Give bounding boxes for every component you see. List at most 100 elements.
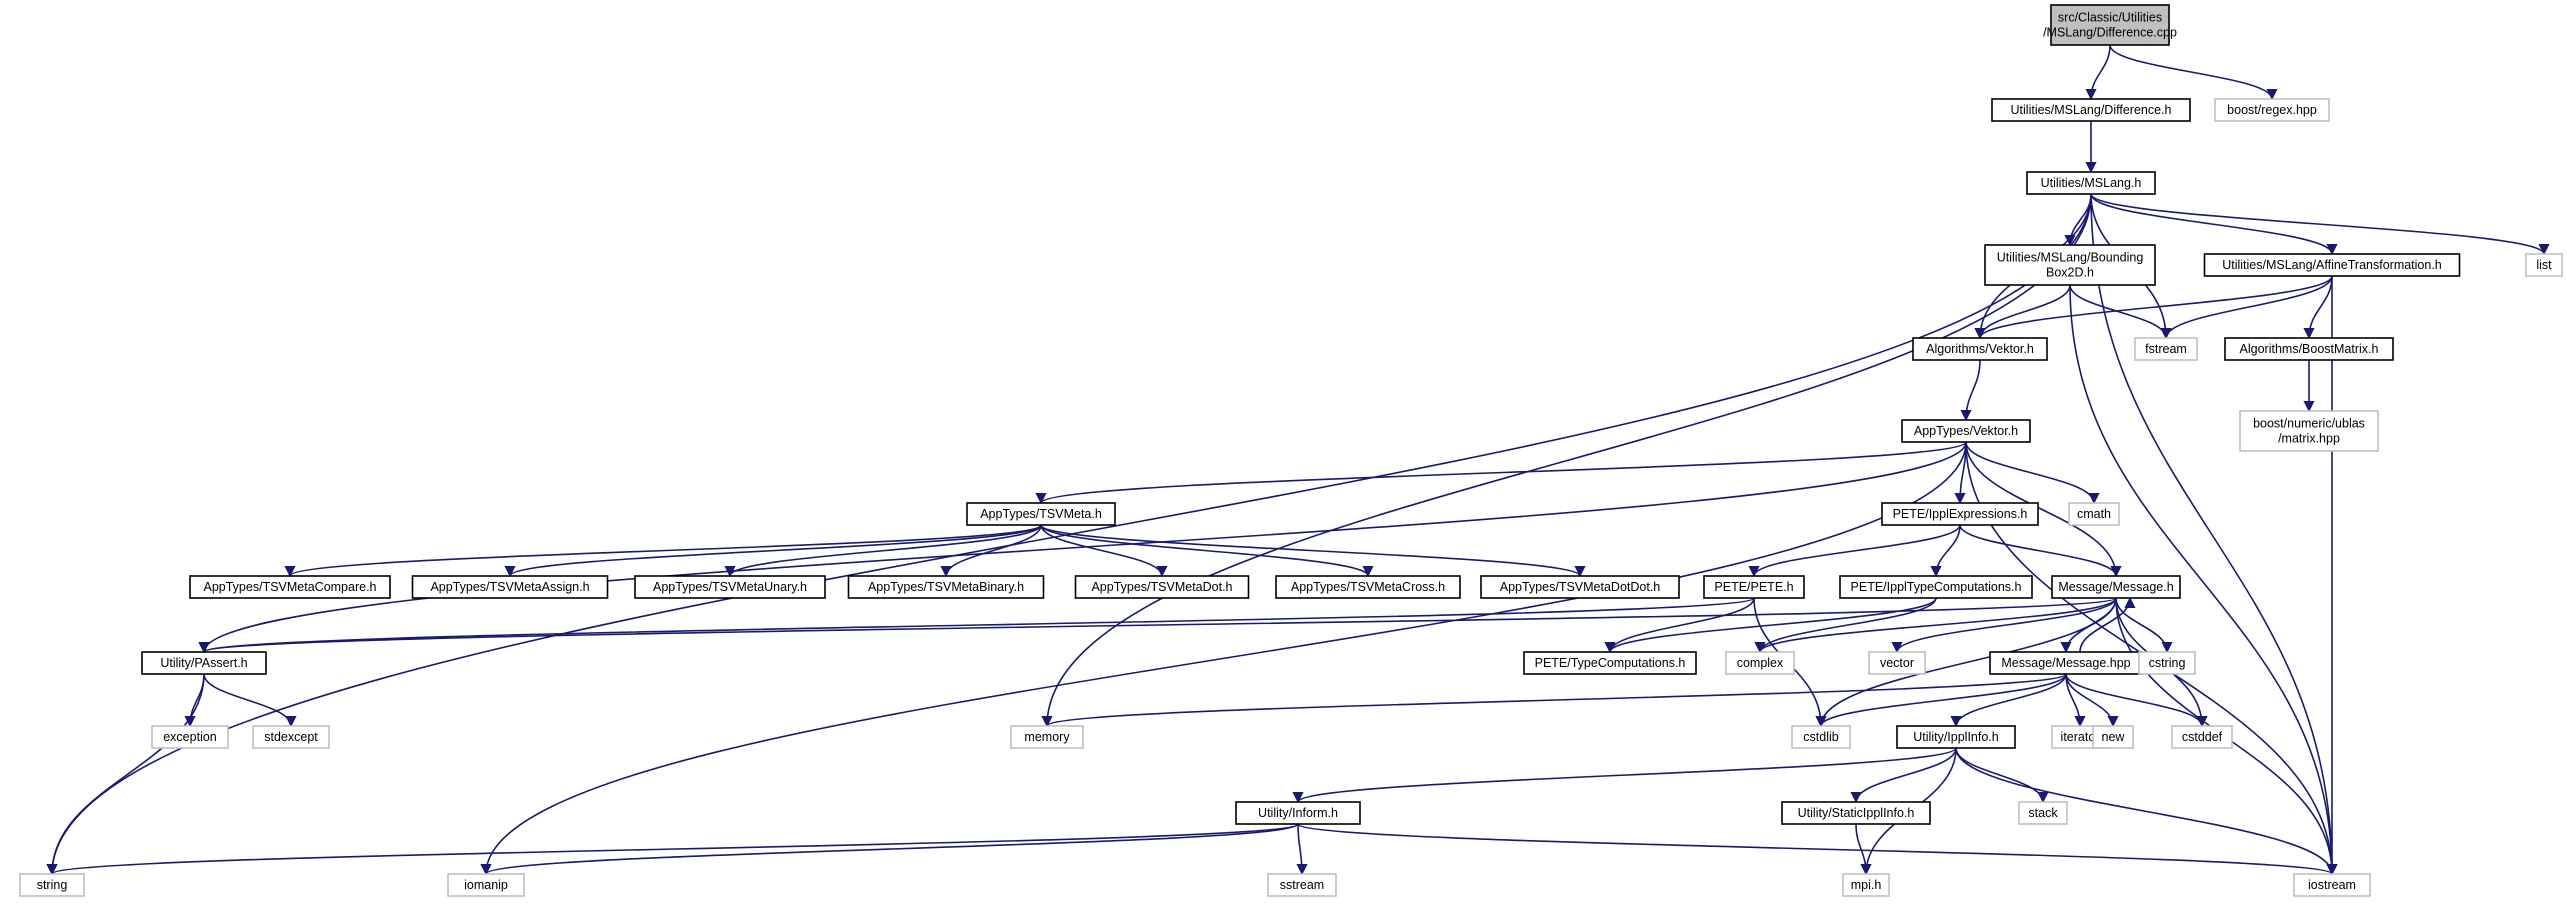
edge-message-hpp-to-memory bbox=[1041, 673, 2067, 728]
node-regex: boost/regex.hpp bbox=[2214, 98, 2330, 122]
node-box-message-h bbox=[2051, 575, 2181, 599]
node-label-memory: memory bbox=[1024, 730, 1070, 744]
node-tsvbinary[interactable]: AppTypes/TSVMetaBinary.h bbox=[847, 575, 1045, 599]
node-inform[interactable]: Utility/Inform.h bbox=[1235, 801, 1361, 825]
node-box-exception bbox=[151, 725, 229, 749]
dependency-nodes: src/Classic/Utilities/MSLang/Difference.… bbox=[19, 4, 2563, 897]
edge-mslang-to-bbox bbox=[2064, 193, 2092, 247]
node-sstream: sstream bbox=[1267, 873, 1337, 897]
node-tsvcompare[interactable]: AppTypes/TSVMetaCompare.h bbox=[189, 575, 391, 599]
node-label-cstring: cstring bbox=[2149, 656, 2186, 670]
node-label-cmath: cmath bbox=[2077, 507, 2111, 521]
node-tsvunary[interactable]: AppTypes/TSVMetaUnary.h bbox=[634, 575, 826, 599]
node-label-tsvdotdot: AppTypes/TSVMetaDotDot.h bbox=[1500, 580, 1661, 594]
edge-ipplexpr-to-ippltypecomp bbox=[1930, 524, 1961, 578]
node-label-iomanip: iomanip bbox=[464, 878, 508, 892]
node-tsvdot[interactable]: AppTypes/TSVMetaDot.h bbox=[1074, 575, 1250, 599]
node-diff-h[interactable]: Utilities/MSLang/Difference.h bbox=[1991, 98, 2191, 122]
edge-message-h-to-cstdlib bbox=[1815, 597, 2117, 728]
edge-affine-to-fstream bbox=[2160, 275, 2333, 340]
node-box-inform bbox=[1235, 801, 1361, 825]
node-cstring: cstring bbox=[2138, 651, 2196, 675]
node-stack: stack bbox=[2018, 801, 2068, 825]
node-message-h[interactable]: Message/Message.h bbox=[2051, 575, 2181, 599]
node-box-root bbox=[2050, 4, 2170, 46]
edge-mslang-to-list bbox=[2090, 193, 2550, 256]
node-box-cstddef bbox=[2171, 725, 2233, 749]
node-label-ublas-line2: /matrix.hpp bbox=[2278, 432, 2340, 446]
edge-pete-to-passert bbox=[199, 597, 1755, 654]
edge-inform-to-sstream bbox=[1296, 823, 1308, 876]
node-box-ipplexpr bbox=[1881, 502, 2039, 526]
edge-inform-to-iostream bbox=[1297, 823, 2338, 876]
node-box-stack bbox=[2018, 801, 2068, 825]
edge-alg-vektor-to-app-vektor bbox=[1960, 359, 1981, 422]
node-label-root-line1: src/Classic/Utilities bbox=[2058, 11, 2162, 25]
node-ipplexpr[interactable]: PETE/IpplExpressions.h bbox=[1881, 502, 2039, 526]
node-label-iterator: iterator bbox=[2061, 730, 2100, 744]
node-cstdlib: cstdlib bbox=[1791, 725, 1851, 749]
node-mslang[interactable]: Utilities/MSLang.h bbox=[2026, 171, 2156, 195]
edge-bbox-to-iostream bbox=[2069, 284, 2338, 876]
node-passert[interactable]: Utility/PAssert.h bbox=[141, 651, 267, 675]
edge-pete-to-typecomp bbox=[1604, 597, 1755, 654]
node-label-app-vektor: AppTypes/Vektor.h bbox=[1914, 424, 2018, 438]
node-box-ippltypecomp bbox=[1839, 575, 2033, 599]
edge-message-hpp-to-cstddef bbox=[2065, 673, 2208, 728]
node-stdexcept: stdexcept bbox=[252, 725, 330, 749]
node-tsvmeta[interactable]: AppTypes/TSVMeta.h bbox=[966, 502, 1116, 526]
node-box-app-vektor bbox=[1901, 419, 2031, 443]
node-box-typecomp bbox=[1523, 651, 1697, 675]
node-label-tsvcross: AppTypes/TSVMetaCross.h bbox=[1291, 580, 1445, 594]
node-staticippl[interactable]: Utility/StaticIpplInfo.h bbox=[1781, 801, 1931, 825]
node-label-bbox-line2: Box2D.h bbox=[2046, 266, 2094, 280]
node-affine[interactable]: Utilities/MSLang/AffineTransformation.h bbox=[2203, 253, 2461, 277]
node-boostmatrix[interactable]: Algorithms/BoostMatrix.h bbox=[2224, 337, 2394, 361]
node-new: new bbox=[2092, 725, 2134, 749]
node-box-cmath bbox=[2068, 502, 2120, 526]
node-typecomp[interactable]: PETE/TypeComputations.h bbox=[1523, 651, 1697, 675]
node-box-tsvdotdot bbox=[1480, 575, 1680, 599]
node-label-complex: complex bbox=[1737, 656, 1784, 670]
node-message-hpp[interactable]: Message/Message.hpp bbox=[1989, 651, 2143, 675]
node-app-vektor[interactable]: AppTypes/Vektor.h bbox=[1901, 419, 2031, 443]
edge-message-hpp-to-cstdlib bbox=[1815, 673, 2067, 728]
node-box-cstdlib bbox=[1791, 725, 1851, 749]
node-label-new: new bbox=[2102, 730, 2126, 744]
node-box-tsvcompare bbox=[189, 575, 391, 599]
node-box-tsvbinary bbox=[847, 575, 1045, 599]
dependency-edges bbox=[46, 44, 2550, 876]
node-label-mslang: Utilities/MSLang.h bbox=[2041, 176, 2142, 190]
node-label-tsvbinary: AppTypes/TSVMetaBinary.h bbox=[868, 580, 1024, 594]
node-box-passert bbox=[141, 651, 267, 675]
node-complex: complex bbox=[1725, 651, 1795, 675]
edge-passert-to-string bbox=[46, 673, 205, 876]
node-label-pete: PETE/PETE.h bbox=[1714, 580, 1793, 594]
node-tsvdotdot[interactable]: AppTypes/TSVMetaDotDot.h bbox=[1480, 575, 1680, 599]
node-label-message-hpp: Message/Message.hpp bbox=[2001, 656, 2130, 670]
node-label-sstream: sstream bbox=[1280, 878, 1324, 892]
edge-affine-to-boostmatrix bbox=[2303, 275, 2333, 340]
node-tsvcross[interactable]: AppTypes/TSVMetaCross.h bbox=[1275, 575, 1461, 599]
node-label-list: list bbox=[2536, 258, 2552, 272]
node-box-cstring bbox=[2138, 651, 2196, 675]
edge-tsvmeta-to-tsvcompare bbox=[284, 524, 1042, 578]
edge-ipplinfo-to-staticippl bbox=[1850, 747, 1957, 804]
node-pete[interactable]: PETE/PETE.h bbox=[1703, 575, 1805, 599]
node-ipplinfo[interactable]: Utility/IpplInfo.h bbox=[1896, 725, 2016, 749]
node-label-iostream: iostream bbox=[2308, 878, 2356, 892]
node-box-tsvunary bbox=[634, 575, 826, 599]
node-cmath: cmath bbox=[2068, 502, 2120, 526]
node-exception: exception bbox=[151, 725, 229, 749]
node-tsvassign[interactable]: AppTypes/TSVMetaAssign.h bbox=[411, 575, 609, 599]
node-label-message-h: Message/Message.h bbox=[2058, 580, 2173, 594]
node-box-tsvdot bbox=[1074, 575, 1250, 599]
node-string: string bbox=[19, 873, 85, 897]
edge-passert-to-exception bbox=[184, 673, 205, 728]
node-alg-vektor[interactable]: Algorithms/Vektor.h bbox=[1912, 337, 2048, 361]
node-root[interactable]: src/Classic/Utilities/MSLang/Difference.… bbox=[2043, 4, 2177, 46]
node-ippltypecomp[interactable]: PETE/IpplTypeComputations.h bbox=[1839, 575, 2033, 599]
node-box-mpi bbox=[1842, 873, 1890, 897]
edge-tsvmeta-to-tsvcross bbox=[1040, 524, 1374, 578]
